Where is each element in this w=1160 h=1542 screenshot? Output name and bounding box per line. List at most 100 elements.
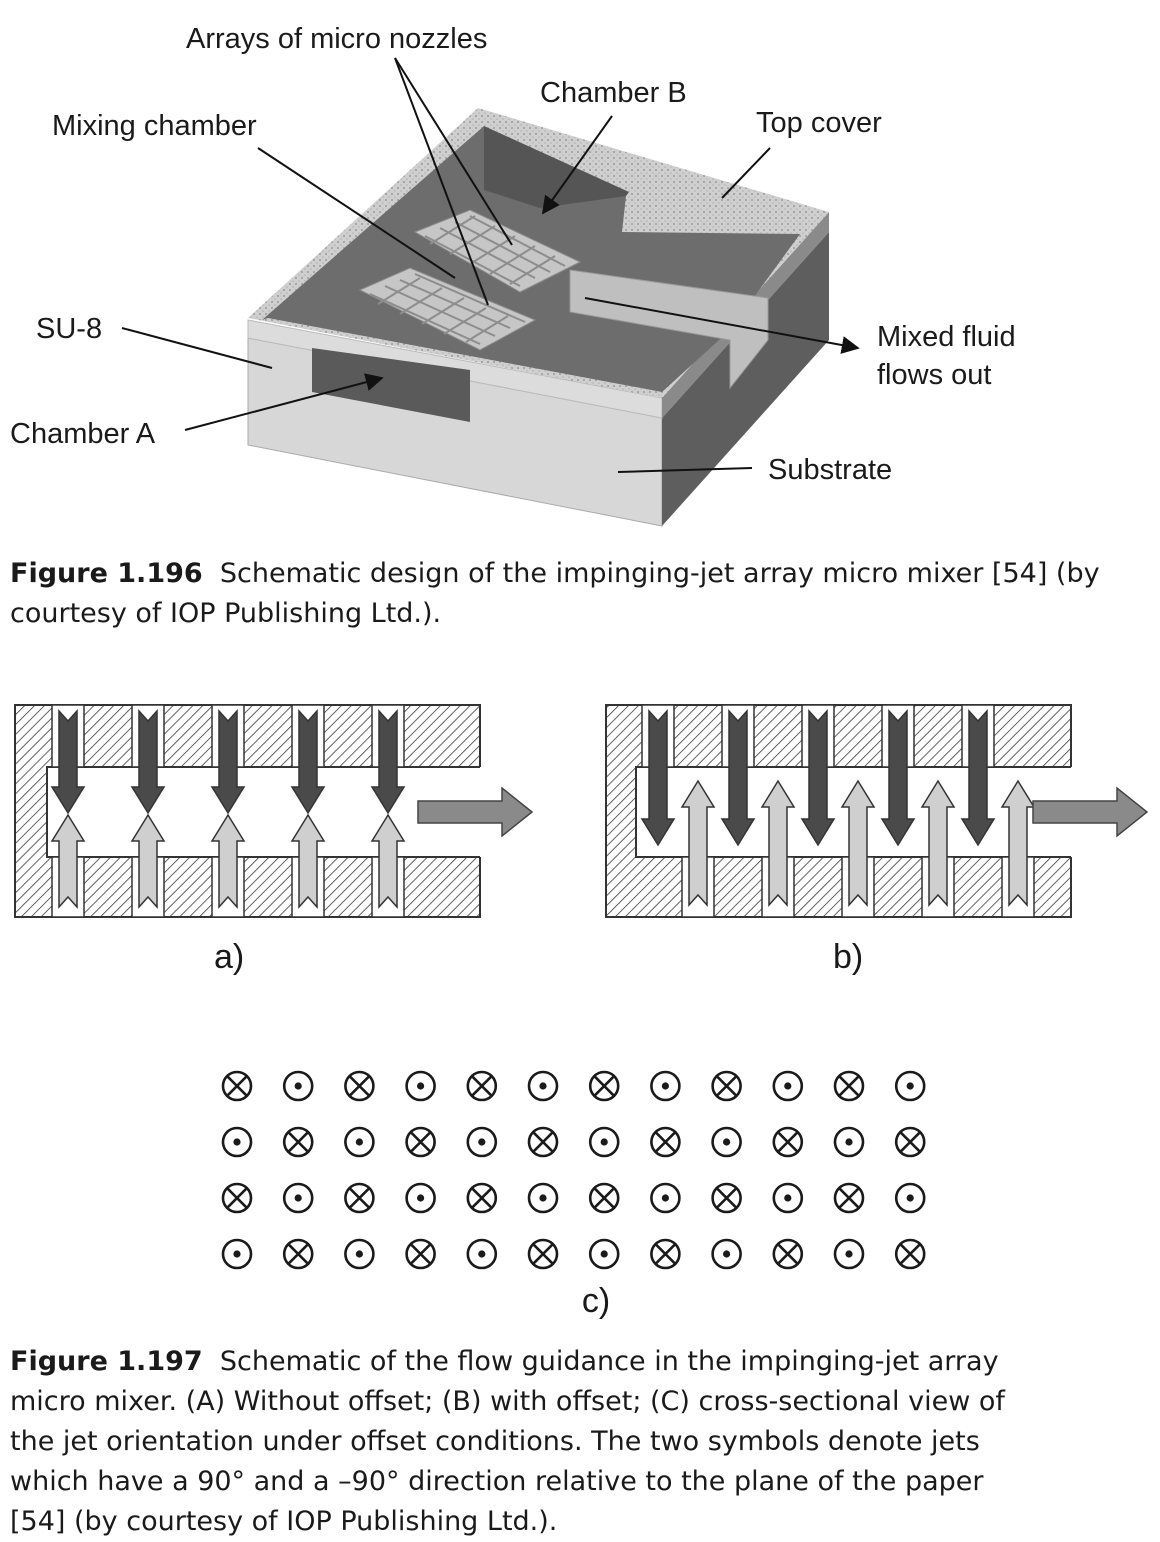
dot-mark — [906, 1082, 914, 1090]
label-mixed-fluid: Mixed fluid — [877, 321, 1016, 353]
panel-a-label: a) — [214, 938, 244, 976]
jet-arrow-up — [920, 779, 956, 907]
cross-mark — [348, 1187, 371, 1209]
dot-mark — [355, 1250, 363, 1258]
cross-mark — [838, 1075, 860, 1097]
label-chamber-b: Chamber B — [540, 77, 687, 109]
panel-c-label: c) — [582, 1282, 610, 1320]
cross-mark — [899, 1131, 921, 1153]
dot-mark — [478, 1250, 486, 1258]
caption-text: Schematic of the flow guidance in the im… — [10, 1346, 1005, 1537]
label-top-cover: Top cover — [756, 107, 882, 139]
dot-mark — [784, 1194, 792, 1202]
panel-b-with-offset — [605, 704, 1149, 918]
cross-mark — [777, 1243, 799, 1265]
dot-mark — [723, 1250, 731, 1258]
jet-arrow-down — [800, 709, 836, 847]
dot-mark — [845, 1138, 853, 1146]
cross-mark — [593, 1187, 615, 1209]
nozzle-array-upper — [413, 209, 582, 293]
chamber-a-opening — [312, 348, 470, 422]
dot-mark — [600, 1250, 608, 1258]
figure-1-196-illustration: Arrays of micro nozzles Mixing chamber C… — [10, 23, 1016, 527]
panel-a-without-offset — [14, 704, 534, 918]
jet-arrow-down — [880, 709, 916, 847]
jet-arrow-down — [50, 709, 86, 815]
jet-arrow-up — [290, 813, 326, 909]
jet-arrow-up — [370, 813, 406, 909]
dot-mark — [539, 1082, 547, 1090]
chamber-b-recess — [484, 126, 629, 208]
label-mixing-chamber: Mixing chamber — [52, 110, 257, 142]
jet-arrow-down — [370, 709, 406, 815]
dot-mark — [294, 1082, 302, 1090]
caption-number: Figure 1.196 — [10, 558, 203, 589]
caption-number: Figure 1.197 — [10, 1346, 203, 1377]
jet-arrow-down — [720, 709, 756, 847]
outlet-channel — [569, 269, 769, 390]
cross-mark — [715, 1075, 738, 1097]
cross-mark — [654, 1243, 677, 1265]
caption-figure-1-197: Figure 1.197 Schematic of the flow guida… — [10, 1342, 1010, 1542]
dot-mark — [906, 1194, 914, 1202]
cross-mark — [287, 1131, 309, 1153]
label-chamber-a: Chamber A — [10, 418, 156, 450]
cross-mark — [777, 1131, 799, 1153]
jet-arrow-up — [50, 813, 86, 909]
jet-arrow-down — [210, 709, 246, 815]
outflow-arrow — [1032, 786, 1149, 838]
caption-figure-1-196: Figure 1.196 Schematic design of the imp… — [10, 554, 1130, 634]
dot-mark — [478, 1138, 486, 1146]
cross-mark — [409, 1131, 432, 1153]
jet-arrow-down — [290, 709, 326, 815]
dot-mark — [233, 1250, 241, 1258]
dot-mark — [661, 1082, 670, 1090]
cross-mark — [593, 1075, 615, 1097]
jet-orientation-grid — [221, 1070, 926, 1270]
cross-mark — [899, 1243, 921, 1265]
jet-arrow-up — [760, 779, 796, 907]
dot-mark — [539, 1194, 547, 1202]
cross-mark — [409, 1243, 432, 1265]
dot-mark — [233, 1138, 241, 1146]
cross-mark — [287, 1243, 309, 1265]
jet-arrow-up — [130, 813, 166, 909]
dot-mark — [600, 1138, 608, 1146]
dot-mark — [417, 1082, 425, 1090]
label-substrate: Substrate — [768, 454, 892, 486]
nozzle-array-lower — [358, 267, 537, 351]
channel-outline — [46, 766, 480, 858]
panel-b-label: b) — [833, 938, 863, 976]
dot-mark — [845, 1250, 853, 1258]
jet-arrow-up — [680, 779, 716, 907]
dot-mark — [355, 1138, 363, 1146]
outflow-arrow — [417, 786, 534, 838]
jet-arrow-down — [960, 709, 996, 847]
label-arrays-of-micro-nozzles: Arrays of micro nozzles — [186, 23, 487, 55]
figure-1-197-panel-c-grid: c) — [221, 1070, 926, 1320]
dot-mark — [294, 1194, 302, 1202]
cross-mark — [348, 1075, 371, 1097]
dot-mark — [417, 1194, 425, 1202]
cross-mark — [226, 1187, 248, 1209]
substrate-side — [662, 232, 829, 526]
dot-mark — [784, 1082, 792, 1090]
cross-mark — [654, 1131, 677, 1153]
dot-mark — [661, 1194, 670, 1202]
cross-mark — [226, 1075, 248, 1097]
figure-1-197-panels-ab: a) b) — [14, 704, 1149, 976]
leader-lines — [121, 57, 860, 473]
label-flows-out: flows out — [877, 359, 991, 391]
cross-mark — [532, 1131, 554, 1153]
label-su-8: SU-8 — [36, 313, 102, 345]
jet-arrow-up — [210, 813, 246, 909]
dot-mark — [723, 1138, 731, 1146]
jet-arrow-down — [130, 709, 166, 815]
cross-mark — [471, 1187, 493, 1209]
cross-mark — [838, 1187, 860, 1209]
cross-mark — [471, 1075, 493, 1097]
cross-mark — [532, 1243, 554, 1265]
cross-mark — [715, 1187, 738, 1209]
caption-text: Schematic design of the impinging-jet ar… — [10, 558, 1100, 629]
